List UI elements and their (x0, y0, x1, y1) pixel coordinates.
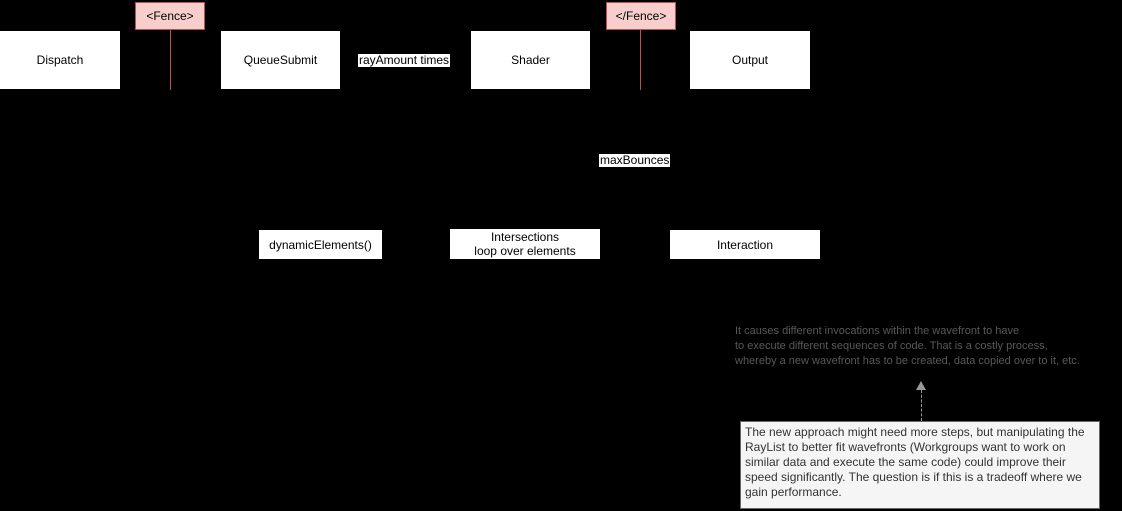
fence-open-marker: <Fence> (135, 2, 205, 30)
edge-label-ray-amount: rayAmount times (358, 53, 451, 67)
note-line: gain performance. (745, 485, 842, 499)
node-interaction-label: Interaction (716, 237, 774, 252)
note-line: similar data and execute the same code) … (745, 455, 1066, 469)
node-shader-label: Shader (511, 53, 550, 67)
node-intersections-label-line1: Intersections (490, 230, 560, 244)
node-dispatch-label: Dispatch (36, 53, 84, 67)
arrow-up-icon (916, 381, 926, 390)
fence-close-line (640, 30, 641, 90)
node-shader: Shader (471, 31, 590, 89)
wavefront-comment-text: It causes different invocations within t… (735, 324, 1080, 369)
node-dynamic-elements: dynamicElements() (259, 230, 382, 259)
comment-line: to execute different sequences of code. … (735, 340, 1048, 352)
note-line: RayList to better fit wavefronts (Workgr… (745, 440, 1066, 454)
node-queue-submit: QueueSubmit (221, 31, 340, 89)
node-output-label: Output (731, 53, 769, 67)
node-intersections-label-line2: loop over elements (474, 244, 576, 258)
note-line: The new approach might need more steps, … (745, 425, 1085, 439)
node-intersections: Intersections loop over elements (450, 229, 600, 259)
node-interaction: Interaction (670, 230, 820, 259)
note-line: speed significantly. The question is if … (745, 470, 1082, 484)
comment-line: It causes different invocations within t… (735, 325, 1020, 337)
node-output: Output (690, 31, 810, 89)
fence-open-label: <Fence> (146, 9, 194, 23)
approach-note-box: The new approach might need more steps, … (740, 421, 1100, 509)
edge-label-max-bounces: maxBounces (599, 153, 671, 167)
node-queue-submit-label: QueueSubmit (243, 53, 318, 67)
fence-close-label: </Fence> (615, 9, 667, 23)
node-dispatch: Dispatch (0, 31, 120, 89)
dashed-connector-line (921, 390, 922, 421)
fence-close-marker: </Fence> (606, 2, 676, 30)
fence-open-line (170, 30, 171, 90)
node-dynamic-elements-label: dynamicElements() (269, 237, 372, 252)
comment-line: whereby a new wavefront has to be create… (735, 355, 1080, 367)
